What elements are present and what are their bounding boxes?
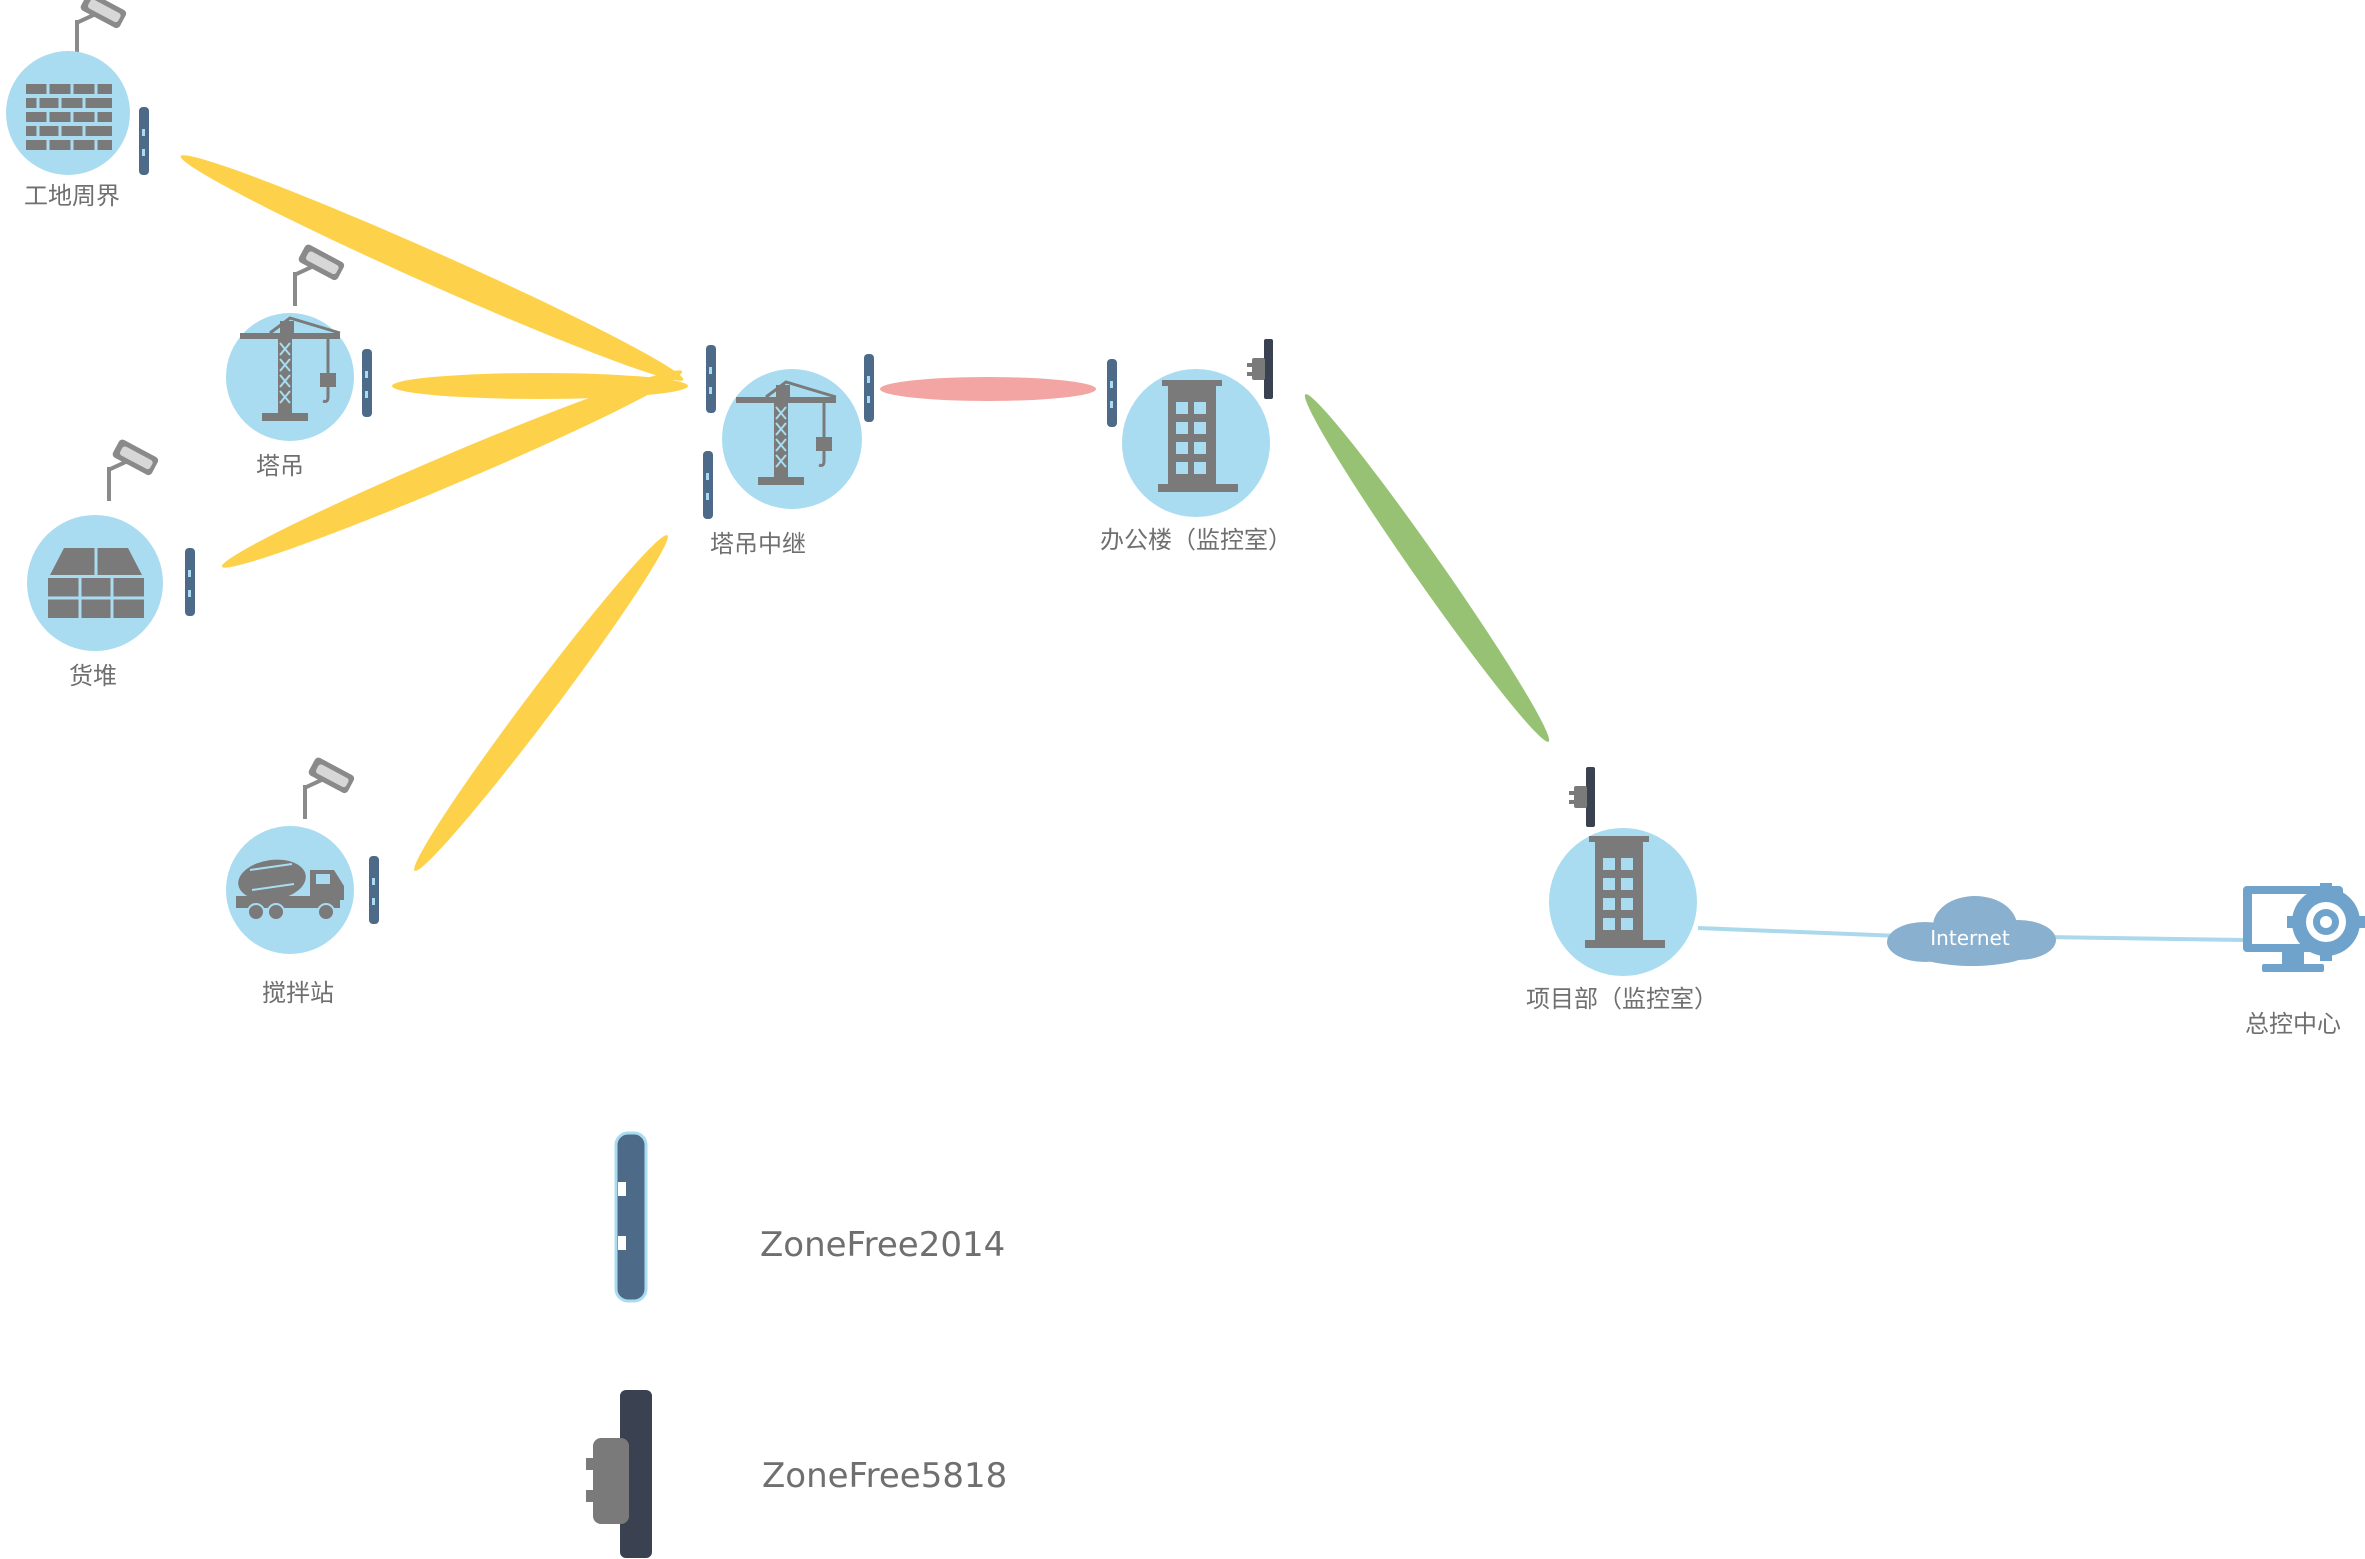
legend: ZoneFree2014 ZoneFree5818 bbox=[586, 1131, 1007, 1558]
node-office-building: 办公楼（监控室） bbox=[1100, 339, 1292, 554]
node-label: 办公楼（监控室） bbox=[1100, 526, 1292, 554]
cement-mixer-truck-icon bbox=[236, 859, 344, 921]
internet-line-right bbox=[2044, 935, 2246, 942]
link-relay-office bbox=[880, 377, 1096, 401]
zonefree5818-device-icon bbox=[586, 1390, 652, 1558]
camera-icon bbox=[107, 438, 160, 501]
camera-icon bbox=[75, 0, 128, 54]
node-cargo-stack: 货堆 bbox=[27, 438, 195, 690]
legend-item-zonefree2014: ZoneFree2014 bbox=[614, 1131, 1005, 1303]
link-perimeter-relay bbox=[180, 155, 684, 381]
zonefree2014-device-icon bbox=[1107, 359, 1117, 427]
legend-label: ZoneFree2014 bbox=[760, 1225, 1005, 1265]
node-project-dept: 项目部（监控室） bbox=[1526, 767, 1718, 1013]
node-label: 塔吊中继 bbox=[710, 530, 806, 558]
zonefree2014-device-icon bbox=[706, 345, 716, 413]
cargo-stack-icon bbox=[48, 548, 144, 618]
node-label: 搅拌站 bbox=[262, 979, 334, 1007]
legend-item-zonefree5818: ZoneFree5818 bbox=[586, 1390, 1007, 1558]
zonefree2014-device-icon bbox=[864, 354, 874, 422]
node-label: 工地周界 bbox=[24, 182, 120, 210]
node-circle bbox=[722, 369, 862, 509]
zonefree2014-device-icon bbox=[362, 349, 372, 417]
node-tower-crane: 塔吊 bbox=[226, 243, 372, 480]
zonefree2014-device-icon bbox=[369, 856, 379, 924]
zonefree2014-device-icon bbox=[703, 451, 713, 519]
links bbox=[180, 155, 2246, 942]
link-mixer-relay bbox=[414, 535, 668, 871]
link-office-project bbox=[1304, 394, 1550, 742]
cloud-icon bbox=[1887, 896, 2056, 966]
zonefree5818-device-icon bbox=[1247, 339, 1273, 399]
node-label: 货堆 bbox=[69, 662, 117, 690]
node-label: 总控中心 bbox=[2245, 1010, 2341, 1038]
node-perimeter: 工地周界 bbox=[6, 0, 149, 210]
camera-icon bbox=[303, 756, 356, 819]
zonefree2014-device-icon bbox=[185, 548, 195, 616]
cloud-label: Internet bbox=[1930, 926, 2010, 950]
node-mixing-station: 搅拌站 bbox=[226, 756, 379, 1007]
node-crane-relay: 塔吊中继 bbox=[703, 345, 874, 558]
legend-label: ZoneFree5818 bbox=[762, 1456, 1007, 1496]
link-cargo-relay bbox=[221, 370, 683, 568]
zonefree5818-device-icon bbox=[1569, 767, 1595, 827]
internet-line-left bbox=[1697, 926, 1926, 939]
brick-wall-icon bbox=[26, 84, 112, 150]
node-label: 塔吊 bbox=[256, 452, 304, 480]
node-label: 项目部（监控室） bbox=[1526, 985, 1718, 1013]
node-control-center: 总控中心 bbox=[2243, 883, 2365, 1038]
internet-cloud: Internet bbox=[1887, 896, 2056, 966]
zonefree2014-device-icon bbox=[614, 1131, 648, 1303]
monitor-gear-icon bbox=[2243, 883, 2365, 972]
camera-icon bbox=[293, 243, 346, 306]
zonefree2014-device-icon bbox=[139, 107, 149, 175]
